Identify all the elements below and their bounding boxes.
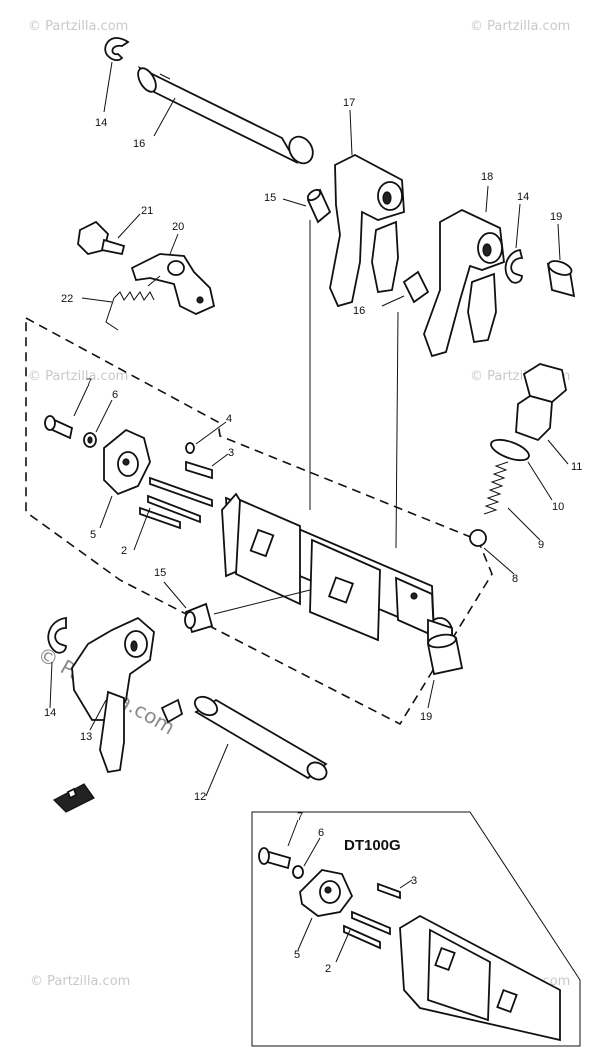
guide-pin-15b bbox=[184, 602, 214, 634]
shift-fork-shaft-bottom bbox=[193, 695, 328, 781]
watermark-bottom-left: © Partzilla.com bbox=[30, 974, 130, 989]
label-19a: 19 bbox=[550, 211, 562, 223]
label-9: 9 bbox=[538, 539, 544, 551]
collar-19a bbox=[546, 260, 576, 298]
label-20: 20 bbox=[172, 221, 184, 233]
label-6: 6 bbox=[112, 389, 118, 401]
guide-pin-15a bbox=[306, 188, 332, 224]
bolt-21 bbox=[77, 220, 126, 256]
spring-9 bbox=[483, 461, 509, 515]
inset-label-6: 6 bbox=[318, 827, 324, 839]
inset-shift-drum bbox=[399, 914, 561, 1042]
label-18: 18 bbox=[481, 171, 493, 183]
fwd-arrow-icon bbox=[53, 783, 95, 813]
inset-screw-7 bbox=[258, 847, 292, 870]
label-16b: 16 bbox=[353, 305, 365, 317]
inset-washer-6 bbox=[292, 865, 304, 879]
label-16: 16 bbox=[133, 138, 145, 150]
label-7: 7 bbox=[86, 377, 92, 389]
watermark-mid-left: © Partzilla.com bbox=[28, 369, 128, 384]
label-14b: 14 bbox=[517, 191, 529, 203]
label-12: 12 bbox=[194, 791, 206, 803]
shift-drum bbox=[221, 492, 453, 650]
circlip-bottom bbox=[47, 616, 67, 654]
inset-title: DT100G bbox=[344, 837, 401, 854]
circlip-top bbox=[104, 37, 130, 62]
label-2: 2 bbox=[121, 545, 127, 557]
label-11: 11 bbox=[571, 461, 582, 473]
inset-label-5: 5 bbox=[294, 949, 300, 961]
pin-3 bbox=[185, 460, 213, 480]
label-5: 5 bbox=[90, 529, 96, 541]
collar-19b bbox=[426, 633, 464, 676]
ball-4 bbox=[185, 442, 195, 454]
label-19b: 19 bbox=[420, 711, 432, 723]
washer-6 bbox=[83, 432, 97, 448]
label-22: 22 bbox=[61, 293, 73, 305]
screw-7 bbox=[44, 415, 74, 440]
label-4: 4 bbox=[226, 413, 232, 425]
inset-pins-2 bbox=[343, 910, 391, 950]
label-17: 17 bbox=[343, 97, 355, 109]
ball-8 bbox=[469, 529, 487, 547]
stopper-lever-20 bbox=[130, 253, 216, 315]
label-14c: 14 bbox=[44, 707, 56, 719]
inset-plate-5 bbox=[299, 869, 354, 917]
label-13: 13 bbox=[80, 731, 92, 743]
shift-fork-18 bbox=[423, 208, 505, 358]
shift-fork-13 bbox=[71, 616, 184, 774]
guide-pin-16b bbox=[402, 270, 430, 304]
plug-bolt-11 bbox=[515, 363, 567, 442]
torsion-spring-22 bbox=[105, 275, 161, 331]
assembly-outline bbox=[25, 316, 493, 726]
label-3: 3 bbox=[228, 447, 234, 459]
label-21: 21 bbox=[141, 205, 153, 217]
label-10: 10 bbox=[552, 501, 564, 513]
inset-frame bbox=[251, 811, 581, 1047]
pins-2 bbox=[139, 476, 213, 530]
inset-label-2: 2 bbox=[325, 963, 331, 975]
label-15b: 15 bbox=[154, 567, 166, 579]
inset-pin-3 bbox=[377, 882, 401, 900]
label-15a: 15 bbox=[264, 192, 276, 204]
inset-label-3: 3 bbox=[411, 875, 417, 887]
label-14a: 14 bbox=[95, 117, 107, 129]
shift-fork-shaft-top bbox=[137, 65, 314, 165]
inset-label-7: 7 bbox=[297, 811, 303, 823]
watermark-top-left: © Partzilla.com bbox=[28, 19, 128, 34]
shift-fork-17 bbox=[329, 153, 405, 308]
watermark-top-right: © Partzilla.com bbox=[470, 19, 570, 34]
circlip-right bbox=[504, 248, 524, 284]
gasket-10 bbox=[490, 438, 530, 462]
segment-plate-5 bbox=[103, 428, 151, 496]
label-8: 8 bbox=[512, 573, 518, 585]
